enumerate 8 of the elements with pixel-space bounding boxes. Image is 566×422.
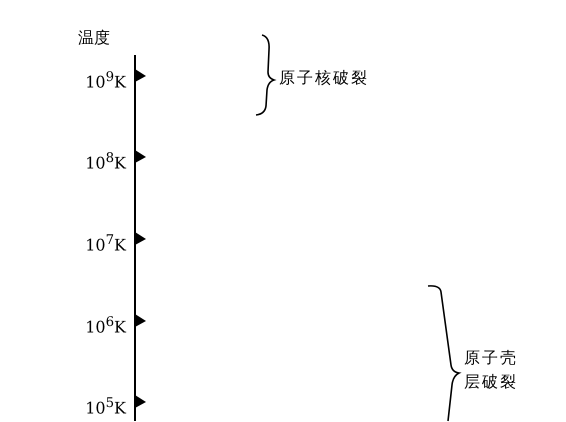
axis-title: 温度: [78, 28, 110, 48]
brace-label: 原子壳层破裂: [464, 347, 519, 393]
tick-label: 10$^{7}$K: [85, 232, 126, 256]
tick-label: 10$^{9}$K: [85, 69, 126, 92]
tick-label: 10$^{6}$K: [85, 314, 126, 338]
tick-label: 10$^{8}$K: [85, 150, 126, 174]
brace-label: 原子核破裂: [279, 68, 369, 88]
tick-label: 10$^{5}$K: [85, 395, 126, 418]
